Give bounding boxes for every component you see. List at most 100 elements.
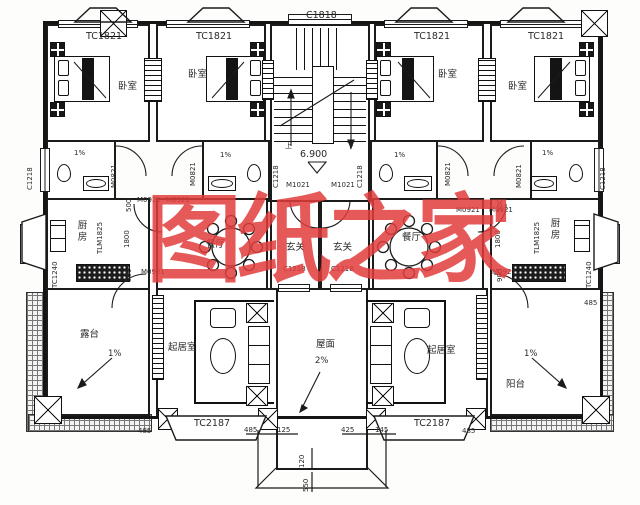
roof-skirt xyxy=(246,430,396,492)
door-label-m0921-3: M0921 xyxy=(456,206,480,214)
toilet xyxy=(57,164,71,182)
window-c1218-foyer-right xyxy=(330,284,362,292)
nightstand xyxy=(579,102,594,117)
slope-label-bath-2: 1% xyxy=(220,151,232,159)
dim-550: 550 xyxy=(302,478,310,492)
window-label-c1218-left: C1218 xyxy=(26,167,34,190)
dim-485-left: 485 xyxy=(244,426,258,434)
dim-1800-left: 1800 xyxy=(123,230,131,248)
sofa xyxy=(370,326,392,384)
toilet xyxy=(247,164,261,182)
slope-label-terrace: 1% xyxy=(108,349,122,359)
window-tc1821-1 xyxy=(58,20,138,28)
toilet xyxy=(569,164,583,182)
room-label-roof: 屋面 xyxy=(316,339,336,350)
living-1-rug xyxy=(194,300,274,404)
slope-label-bath-1: 1% xyxy=(74,149,86,157)
window-label-c1218-foyer-left: C1218 xyxy=(283,265,306,273)
bed-1-pillow xyxy=(58,60,69,76)
dim-485-far-right: 485 xyxy=(462,427,476,435)
door-label-m0821-1: M0821 xyxy=(110,164,118,188)
nightstand xyxy=(376,102,391,117)
louver-stair-left xyxy=(262,60,274,100)
side-table xyxy=(372,386,394,406)
dim-125: 125 xyxy=(277,426,291,434)
room-label-bedroom-3: 卧室 xyxy=(438,69,458,80)
coffee-table xyxy=(404,338,430,374)
window-label-c1218-foyer-right: C1218 xyxy=(331,265,354,273)
room-label-kitchen-right: 厨房 xyxy=(548,218,560,241)
bed-3-pillow xyxy=(380,60,391,76)
window-c1818 xyxy=(288,14,352,25)
window-c1218-right xyxy=(594,148,604,192)
louver-terrace-wall xyxy=(152,295,164,380)
room-label-living-left: 起居室 xyxy=(168,342,197,353)
window-label-tc1821-2: TC1821 xyxy=(196,31,233,42)
elevation-marker xyxy=(307,161,328,174)
dim-485-far-left: 485 xyxy=(138,427,152,435)
nightstand xyxy=(376,42,391,57)
stair-arrows xyxy=(279,79,355,150)
bed-2-blanket xyxy=(226,58,238,100)
dining-set-right xyxy=(376,214,442,280)
nightstand xyxy=(50,42,65,57)
roof-center-area xyxy=(276,288,368,470)
stair-down-label: 下 xyxy=(347,142,354,150)
sink xyxy=(83,176,109,191)
stove-left xyxy=(76,264,130,282)
bed-2-pillow xyxy=(250,60,261,76)
room-label-dining-left: 餐厅 xyxy=(206,239,226,250)
room-label-bedroom-1: 卧室 xyxy=(118,81,138,92)
dim-500-left: 500 xyxy=(125,198,133,212)
door-label-m0821-3: M0821 xyxy=(444,162,452,186)
sink xyxy=(404,176,432,191)
armchair xyxy=(210,308,236,328)
bed-3-blanket xyxy=(402,58,414,100)
living-2-rug xyxy=(366,300,446,404)
door-arcs xyxy=(111,145,529,309)
window-label-kitchen-bay-right: TC1240 xyxy=(585,261,593,288)
bed-1-pillow xyxy=(58,80,69,96)
window-label-tc1821-3: TC1821 xyxy=(414,31,451,42)
side-table xyxy=(372,303,394,323)
dim-485-balcony: 485 xyxy=(584,299,598,307)
side-table xyxy=(246,303,268,323)
nightstand xyxy=(579,42,594,57)
door-label-m0921-4: M0921 xyxy=(489,206,513,214)
toilet xyxy=(379,164,393,182)
window-label-kitchen-bay-left: TC1240 xyxy=(51,261,59,288)
bay-windows xyxy=(21,213,619,441)
louver-balcony-wall xyxy=(476,295,488,380)
bed-diagonals xyxy=(73,61,571,99)
bed-3-pillow xyxy=(380,80,391,96)
louver-br1-br2 xyxy=(144,58,162,102)
stair-upper-flight xyxy=(296,28,344,70)
slope-label-roof: 2% xyxy=(315,356,329,366)
bed-1-blanket xyxy=(82,58,94,100)
slope-label-bath-4: 1% xyxy=(542,149,554,157)
stair-newel xyxy=(312,66,334,144)
bed-4-pillow xyxy=(575,80,586,96)
door-label-tlm1825-left: TLM1825 xyxy=(96,221,104,254)
kitchen-counter-right xyxy=(574,220,590,252)
slope-label-bath-3: 1% xyxy=(394,151,406,159)
door-label-m0921-terrace: M0921 xyxy=(141,268,165,276)
armchair xyxy=(404,308,430,328)
room-label-terrace: 露台 xyxy=(80,329,100,340)
room-label-dining-right: 餐厅 xyxy=(402,232,422,243)
dim-120: 120 xyxy=(298,454,306,468)
door-label-m1021-right: M1021 xyxy=(331,181,355,189)
door-label-m0921-balcony: M0921 xyxy=(492,268,516,276)
bed-2-pillow xyxy=(250,80,261,96)
slope-label-balcony: 1% xyxy=(524,349,538,359)
door-label-m1021-left: M1021 xyxy=(286,181,310,189)
dim-900-left: 900 xyxy=(125,268,133,282)
window-tc1821-3 xyxy=(384,20,468,28)
room-label-kitchen-left: 厨房 xyxy=(75,220,87,243)
door-label-m0821-4: M0821 xyxy=(515,164,523,188)
dining-set-left xyxy=(198,214,264,280)
nightstand xyxy=(250,42,265,57)
sink xyxy=(208,176,236,191)
